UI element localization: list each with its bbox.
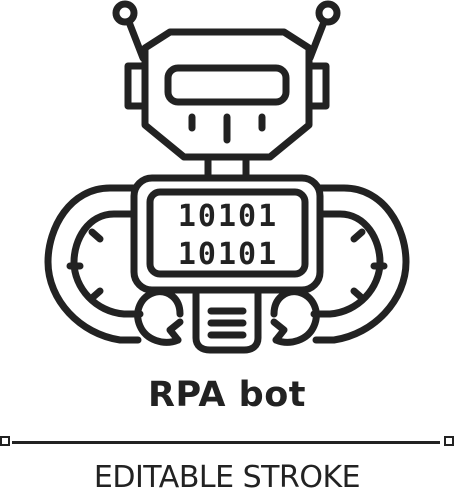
divider-handle-right <box>444 436 454 446</box>
robot-arm-left <box>44 184 144 344</box>
robot-head <box>124 28 330 161</box>
binary-row-1: 10101 <box>178 199 278 234</box>
icon-caption: RPA bot <box>148 375 306 415</box>
robot-claw-left <box>134 288 184 346</box>
antenna-right <box>306 0 341 62</box>
antenna-left <box>112 0 147 62</box>
stroke-divider <box>0 436 454 450</box>
robot-body <box>130 174 324 294</box>
robot-claw-right <box>270 288 320 346</box>
robot-visor <box>164 64 290 106</box>
robot-base <box>192 286 262 354</box>
divider-handle-left <box>0 436 10 446</box>
robot-screen <box>146 188 309 278</box>
robot-arm-right <box>310 184 410 344</box>
binary-row-2: 10101 <box>178 237 278 272</box>
divider-line <box>12 441 440 444</box>
editable-stroke-label: EDITABLE STROKE <box>93 460 361 495</box>
